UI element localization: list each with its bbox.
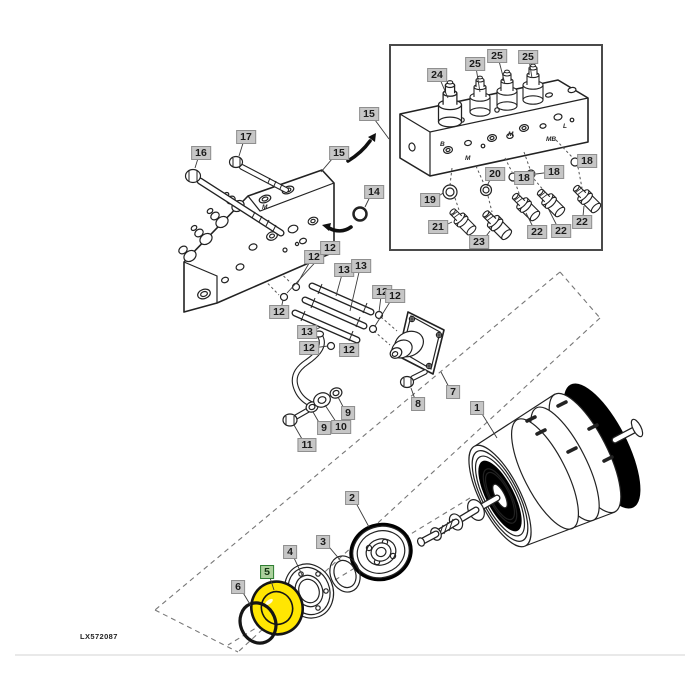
drum-shaft bbox=[416, 494, 501, 547]
part-callout-22[interactable]: 22 bbox=[572, 215, 592, 229]
part-callout-22[interactable]: 22 bbox=[527, 225, 547, 239]
part-callout-9[interactable]: 9 bbox=[341, 406, 355, 420]
gear-2 bbox=[349, 522, 413, 582]
port-letter-MB: MB bbox=[546, 136, 556, 143]
part-callout-23[interactable]: 23 bbox=[469, 235, 489, 249]
inset-seal-rings bbox=[442, 157, 580, 200]
part-callout-16[interactable]: 16 bbox=[191, 146, 211, 160]
part-callout-12[interactable]: 12 bbox=[299, 341, 319, 355]
ring-3 bbox=[329, 555, 361, 593]
part-callout-12[interactable]: 12 bbox=[304, 250, 324, 264]
part-callout-7[interactable]: 7 bbox=[446, 385, 460, 399]
cover-plate-7 bbox=[389, 311, 445, 375]
part-callout-18[interactable]: 18 bbox=[544, 165, 564, 179]
part-callout-9[interactable]: 9 bbox=[317, 421, 331, 435]
part-callout-5[interactable]: 5 bbox=[260, 565, 274, 579]
part-callout-1[interactable]: 1 bbox=[470, 401, 484, 415]
part-callout-4[interactable]: 4 bbox=[283, 545, 297, 559]
clutch-drum-assembly-1 bbox=[416, 383, 644, 548]
banjo-fitting-assembly bbox=[282, 330, 343, 427]
part-callout-12[interactable]: 12 bbox=[339, 343, 359, 357]
part-callout-18[interactable]: 18 bbox=[577, 154, 597, 168]
image-code: LX572087 bbox=[80, 632, 118, 641]
inset-panel bbox=[389, 44, 604, 251]
part-callout-19[interactable]: 19 bbox=[420, 193, 440, 207]
part-callout-18[interactable]: 18 bbox=[514, 171, 534, 185]
part-callout-20[interactable]: 20 bbox=[485, 167, 505, 181]
port-letter-L: L bbox=[563, 123, 567, 130]
part-callout-8[interactable]: 8 bbox=[411, 397, 425, 411]
part-callout-24[interactable]: 24 bbox=[427, 68, 447, 82]
connector-tubes bbox=[291, 282, 375, 344]
arrow-to-block bbox=[322, 223, 353, 233]
part-callout-6[interactable]: 6 bbox=[231, 580, 245, 594]
part-callout-12[interactable]: 12 bbox=[269, 305, 289, 319]
part-callout-2[interactable]: 2 bbox=[345, 491, 359, 505]
port-letter-M: M bbox=[262, 204, 268, 211]
part-callout-13[interactable]: 13 bbox=[297, 325, 317, 339]
part-callout-12[interactable]: 12 bbox=[320, 241, 340, 255]
footer-divider bbox=[15, 654, 685, 656]
part-callout-11[interactable]: 11 bbox=[297, 438, 317, 452]
part-callout-13[interactable]: 13 bbox=[351, 259, 371, 273]
block-ports bbox=[197, 216, 319, 300]
mounting-bolts bbox=[184, 155, 289, 237]
bolt-8 bbox=[399, 369, 428, 389]
port-letter-B: B bbox=[440, 141, 445, 148]
part-callout-21[interactable]: 21 bbox=[428, 220, 448, 234]
arrow-to-inset bbox=[346, 133, 376, 163]
part-callout-15[interactable]: 15 bbox=[329, 146, 349, 160]
part-callout-3[interactable]: 3 bbox=[316, 535, 330, 549]
part-callout-25[interactable]: 25 bbox=[465, 57, 485, 71]
port-letter-M: M bbox=[508, 131, 514, 138]
part-callout-25[interactable]: 25 bbox=[487, 49, 507, 63]
part-callout-10[interactable]: 10 bbox=[331, 420, 351, 434]
o-ring-14 bbox=[352, 206, 368, 222]
part-callout-12[interactable]: 12 bbox=[385, 289, 405, 303]
part-callout-15[interactable]: 15 bbox=[359, 107, 379, 121]
part-callout-22[interactable]: 22 bbox=[551, 224, 571, 238]
port-letter-M: M bbox=[465, 155, 471, 162]
part-callout-25[interactable]: 25 bbox=[518, 50, 538, 64]
inset-dashed-leaders bbox=[449, 139, 583, 213]
part-callout-17[interactable]: 17 bbox=[236, 130, 256, 144]
main-valve-block bbox=[178, 169, 335, 313]
part-callout-14[interactable]: 14 bbox=[364, 185, 384, 199]
highlighted-disc-5[interactable] bbox=[243, 574, 310, 642]
